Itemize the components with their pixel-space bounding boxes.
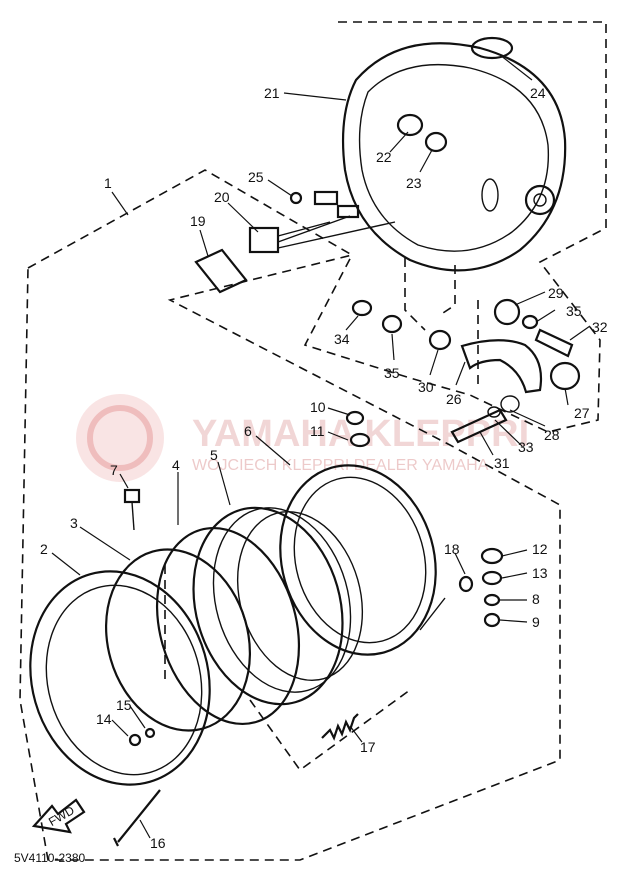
label-21: 21 (264, 85, 280, 101)
mounting-ring-3 (104, 548, 252, 732)
diagram-code: 5V4110-2380 (14, 851, 86, 865)
label-31: 31 (494, 455, 510, 471)
headlight-housing (341, 42, 567, 272)
label-7: 7 (110, 462, 118, 478)
label-13: 13 (532, 565, 548, 581)
label-11: 11 (310, 423, 325, 439)
label-32: 32 (592, 319, 608, 335)
adjusting-spring (321, 713, 359, 741)
watermark: YAMAHA KLEPPRI WOJCIECH KLEPPRI DEALER Y… (76, 394, 529, 482)
forward-direction-arrow: FWD (31, 798, 86, 834)
label-25: 25 (248, 169, 264, 185)
label-15: 15 (116, 697, 132, 713)
label-9: 9 (532, 614, 540, 630)
label-30: 30 (418, 379, 434, 395)
headlight-rim (29, 570, 211, 786)
label-22: 22 (376, 149, 392, 165)
label-24: 24 (530, 85, 546, 101)
label-3: 3 (70, 515, 78, 531)
label-34: 34 (334, 331, 350, 347)
label-1: 1 (104, 175, 112, 191)
upper-hardware-boundary (303, 21, 607, 433)
label-27: 27 (574, 405, 590, 421)
label-18: 18 (444, 541, 460, 557)
lens-ring-4 (155, 526, 301, 726)
adjusting-screw (113, 789, 161, 847)
label-28: 28 (544, 427, 560, 443)
label-33: 33 (518, 439, 534, 455)
label-16: 16 (150, 835, 166, 851)
label-29: 29 (548, 285, 564, 301)
label-12: 12 (532, 541, 548, 557)
label-leaders (51, 54, 591, 839)
sealed-beam-unit (192, 506, 364, 706)
label-8: 8 (532, 591, 540, 607)
grommet-24 (470, 36, 514, 60)
label-2: 2 (40, 541, 48, 557)
label-35-lower: 35 (384, 365, 400, 381)
part-labels: 1 2 3 4 5 6 7 8 9 10 11 12 13 14 15 16 1… (40, 85, 608, 851)
label-35-upper: 35 (566, 303, 582, 319)
label-26: 26 (446, 391, 462, 407)
label-17: 17 (360, 739, 376, 755)
label-6: 6 (244, 423, 252, 439)
assembly-leader-lines (164, 258, 479, 772)
label-5: 5 (210, 447, 218, 463)
reflector-ring (279, 464, 437, 656)
label-23: 23 (406, 175, 422, 191)
wiring-connectors (194, 190, 396, 294)
label-19: 19 (190, 213, 206, 229)
label-4: 4 (172, 457, 180, 473)
small-fasteners (123, 410, 504, 747)
label-14: 14 (96, 711, 112, 727)
label-20: 20 (214, 189, 230, 205)
assembly-1-boundary (19, 169, 561, 861)
label-10: 10 (310, 399, 326, 415)
